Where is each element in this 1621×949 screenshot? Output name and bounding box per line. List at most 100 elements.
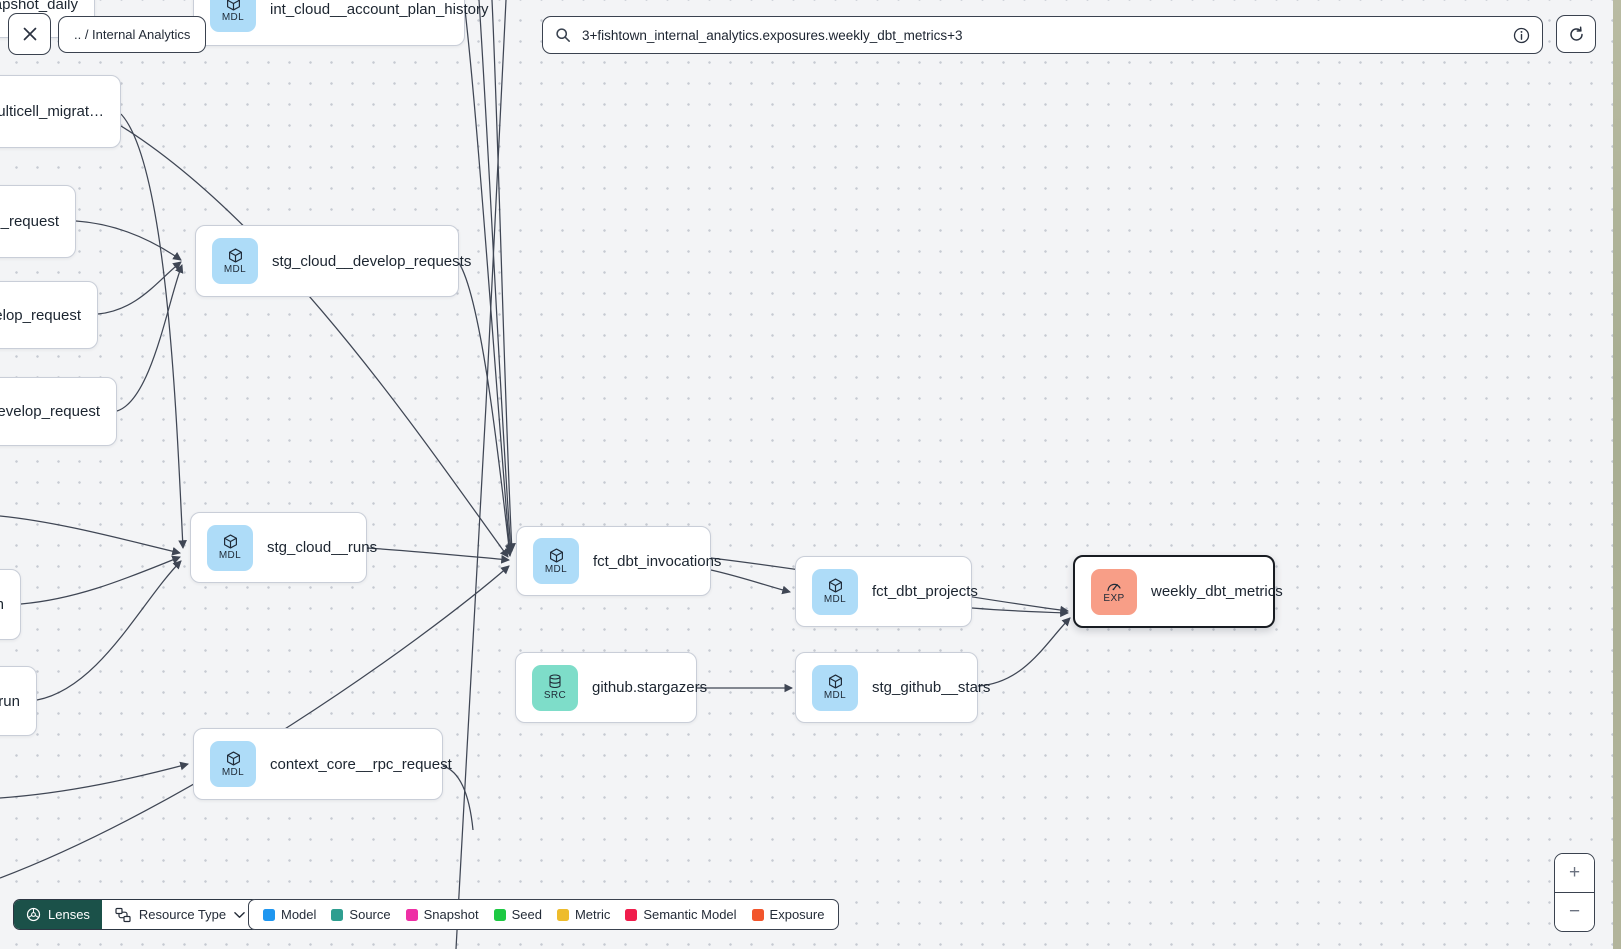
lineage-edge <box>0 565 510 879</box>
legend-label: Snapshot <box>423 907 479 922</box>
node-label: stg_cloud__develop_requests <box>272 252 472 270</box>
cube-icon <box>226 0 241 11</box>
legend-swatch-semantic-model <box>625 908 638 921</box>
legend-label: Metric <box>574 907 611 922</box>
legend-swatch-source <box>331 908 344 921</box>
legend-item-semantic-model: Semantic Model <box>625 907 737 922</box>
legend-item-model: Model <box>263 907 316 922</box>
graph-node-github-stargazers[interactable]: SRC github.stargazers <box>515 652 707 723</box>
aperture-icon <box>26 907 41 922</box>
lineage-edge <box>478 0 515 553</box>
zoom-in-button[interactable]: + <box>1555 854 1594 893</box>
model-badge: MDL <box>212 238 258 284</box>
cube-icon <box>228 247 243 263</box>
badge-label: MDL <box>218 550 242 561</box>
node-label: velop_request <box>0 306 81 324</box>
legend-label: Model <box>281 907 317 922</box>
resource-type-dropdown[interactable]: Resource Type <box>101 900 259 929</box>
cube-icon <box>226 750 241 766</box>
search-bar[interactable] <box>542 16 1543 54</box>
cube-icon <box>223 534 238 549</box>
refresh-icon <box>1569 26 1583 41</box>
database-icon <box>548 674 562 689</box>
lenses-toolbar: Lenses Resource Type <box>13 899 260 930</box>
legend-item-snapshot: Snapshot <box>405 907 479 922</box>
lineage-edge <box>36 560 182 701</box>
zoom-out-button[interactable]: − <box>1555 892 1594 931</box>
resource-type-label: Resource Type <box>138 907 227 922</box>
cube-icon <box>828 674 843 689</box>
breadcrumb[interactable]: .. / Internal Analytics <box>58 16 207 53</box>
node-label: fct_dbt_projects <box>872 583 978 600</box>
lineage-edge <box>366 547 510 564</box>
graph-node-n[interactable]: n <box>0 569 21 640</box>
lineage-edge <box>491 0 516 552</box>
lineage-edge <box>442 765 474 831</box>
node-label: context_core__rpc_request <box>270 755 452 773</box>
cube-icon <box>828 578 843 593</box>
graph-node-stg-github-stars[interactable]: MDL stg_github__stars <box>795 652 990 723</box>
lenses-button[interactable]: Lenses <box>14 900 102 929</box>
graph-node-context-core-rpc-request[interactable]: MDL context_core__rpc_request <box>193 728 452 800</box>
info-icon[interactable] <box>1513 27 1530 44</box>
legend-label: Exposure <box>769 907 825 922</box>
legend-label: Seed <box>511 907 542 922</box>
lineage-edge <box>458 262 514 557</box>
model-badge: MDL <box>812 664 858 711</box>
lineage-edge <box>120 113 187 549</box>
node-label: stg_github__stars <box>872 679 991 696</box>
lineage-edge <box>977 617 1071 687</box>
model-badge: MDL <box>210 0 256 32</box>
graph-node-develop-request[interactable]: .develop_request <box>0 377 117 446</box>
node-label: n <box>0 596 4 613</box>
graph-node-multicell-migrat[interactable]: multicell_migrat… <box>0 75 121 148</box>
screen-edge-artifact <box>1613 0 1621 949</box>
legend-item-exposure: Exposure <box>751 907 825 922</box>
legend-swatch-exposure <box>751 908 764 921</box>
legend-label: Semantic Model <box>643 907 737 922</box>
model-badge: MDL <box>210 741 256 787</box>
graph-node-velop-request[interactable]: velop_request <box>0 281 98 349</box>
lineage-edge <box>455 0 507 949</box>
lineage-edge <box>464 9 514 554</box>
lineage-edge <box>0 515 181 556</box>
source-badge: SRC <box>532 664 578 711</box>
lineage-edge <box>75 220 182 261</box>
graph-node-stg-cloud-develop-requests[interactable]: MDL stg_cloud__develop_requests <box>195 225 471 297</box>
model-badge: MDL <box>533 538 579 584</box>
legend-label: Source <box>349 907 391 922</box>
legend-item-seed: Seed <box>493 907 542 922</box>
node-label: .run <box>0 692 20 710</box>
lineage-edge <box>97 261 182 315</box>
lineage-edge <box>710 569 791 595</box>
node-label: github.stargazers <box>592 679 708 696</box>
graph-node-run[interactable]: .run <box>0 666 37 736</box>
refresh-button[interactable] <box>1556 15 1596 53</box>
lenses-button-label: Lenses <box>48 907 90 922</box>
lineage-edge <box>120 125 509 558</box>
gauge-icon <box>1106 580 1122 592</box>
close-icon <box>23 27 36 41</box>
badge-label: MDL <box>223 263 247 275</box>
model-badge: MDL <box>207 524 253 571</box>
cube-icon <box>549 547 564 563</box>
legend-item-source: Source <box>331 907 391 922</box>
search-input[interactable] <box>580 26 1504 44</box>
close-button[interactable] <box>8 13 51 55</box>
graph-node-p-request[interactable]: p_request <box>0 185 76 258</box>
node-label: .develop_request <box>0 403 100 420</box>
badge-label: MDL <box>544 563 568 575</box>
badge-label: MDL <box>823 690 847 701</box>
lineage-edge <box>20 555 181 605</box>
legend-swatch-metric <box>556 908 569 921</box>
lineage-edge <box>116 264 184 412</box>
node-label: snapshot_daily <box>0 0 78 13</box>
node-label: weekly_dbt_metrics <box>1151 583 1283 600</box>
